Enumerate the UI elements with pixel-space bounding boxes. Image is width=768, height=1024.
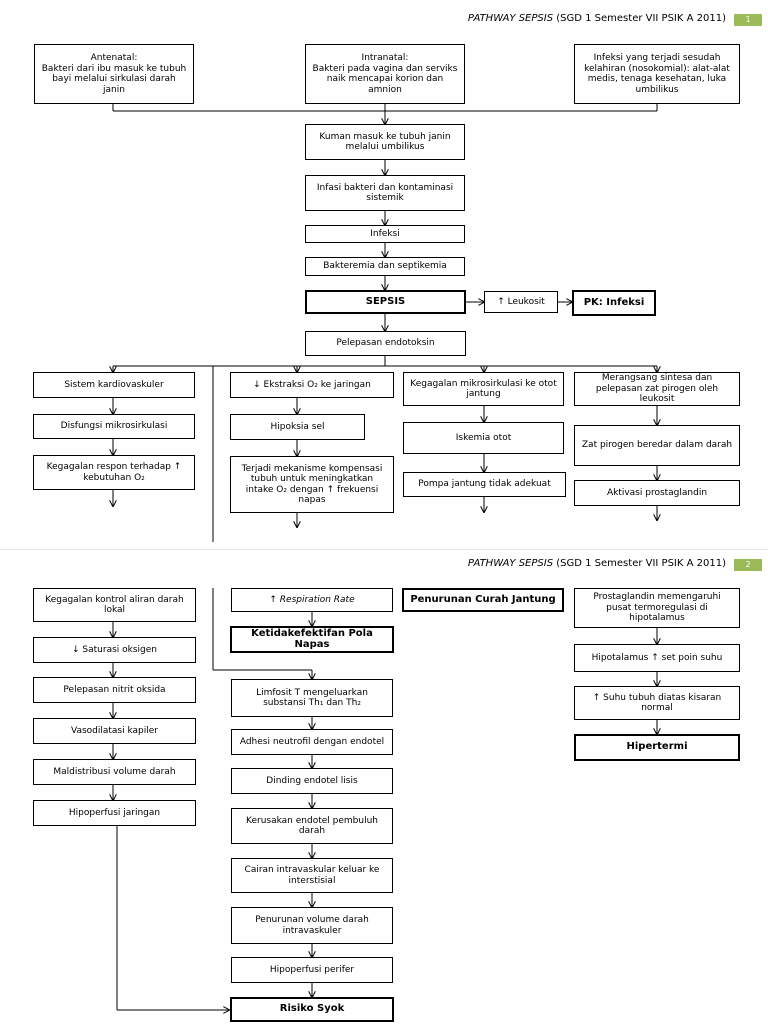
box-adhesi: Adhesi neutrofil dengan endotel xyxy=(231,729,393,755)
page1-header: PATHWAY SEPSIS (SGD 1 Semester VII PSIK … xyxy=(468,12,726,26)
box-endotoksin: Pelepasan endotoksin xyxy=(305,331,466,356)
page2-header-subtitle: (SGD 1 Semester VII PSIK A 2011) xyxy=(556,558,726,569)
page-separator xyxy=(0,549,768,550)
box-intranatal: Intranatal: Bakteri pada vagina dan serv… xyxy=(305,44,465,104)
box-penurunan-volume: Penurunan volume darah intravaskuler xyxy=(231,907,393,944)
box-kompensasi: Terjadi mekanisme kompensasi tubuh untuk… xyxy=(230,456,394,513)
rr-prefix: ↑ xyxy=(269,594,280,605)
rr-label: Respiration Rate xyxy=(279,594,355,605)
box-leukosit: ↑ Leukosit xyxy=(484,291,558,313)
box-bakteremia: Bakteremia dan septikemia xyxy=(305,257,465,276)
box-hipoksia: Hipoksia sel xyxy=(230,414,365,440)
box-mikrosirkulasi-otot: Kegagalan mikrosirkulasi ke otot jantung xyxy=(403,372,564,406)
box-dinding: Dinding endotel lisis xyxy=(231,768,393,794)
page1-number-badge: 1 xyxy=(734,14,762,26)
box-pk-infeksi: PK: Infeksi xyxy=(572,290,656,316)
box-maldistribusi: Maldistribusi volume darah xyxy=(33,759,196,785)
box-nosokomial: Infeksi yang terjadi sesudah kelahiran (… xyxy=(574,44,740,104)
page2-header-title: PATHWAY SEPSIS xyxy=(467,558,554,569)
box-hipertermi: Hipertermi xyxy=(574,734,740,761)
box-limfosit: Limfosit T mengeluarkan substansi Th₁ da… xyxy=(231,679,393,717)
box-iskemia: Iskemia otot xyxy=(403,422,564,454)
box-ekstraksi: ↓ Ekstraksi O₂ ke jaringan xyxy=(230,372,394,398)
page2-number-badge: 2 xyxy=(734,559,762,571)
box-antenatal: Antenatal: Bakteri dari ibu masuk ke tub… xyxy=(34,44,194,104)
box-kuman: Kuman masuk ke tubuh janin melalui umbil… xyxy=(305,124,465,160)
page1-header-subtitle: (SGD 1 Semester VII PSIK A 2011) xyxy=(556,13,726,24)
box-kardiovaskuler: Sistem kardiovaskuler xyxy=(33,372,195,398)
box-kerusakan: Kerusakan endotel pembuluh darah xyxy=(231,808,393,844)
box-pirogen: Zat pirogen beredar dalam darah xyxy=(574,425,740,466)
box-respiration-rate: ↑ Respiration Rate xyxy=(231,588,393,612)
page2-header: PATHWAY SEPSIS (SGD 1 Semester VII PSIK … xyxy=(468,557,726,571)
box-sepsis: SEPSIS xyxy=(305,290,466,314)
box-set-poin: Hipotalamus ↑ set poin suhu xyxy=(574,644,740,672)
box-curah-jantung: Penurunan Curah Jantung xyxy=(402,588,564,612)
box-cairan: Cairan intravaskular keluar ke interstis… xyxy=(231,858,393,893)
box-disfungsi: Disfungsi mikrosirkulasi xyxy=(33,414,195,439)
box-infasi: Infasi bakteri dan kontaminasi sistemik xyxy=(305,175,465,211)
box-pompa: Pompa jantung tidak adekuat xyxy=(403,472,566,497)
box-kontrol: Kegagalan kontrol aliran darah lokal xyxy=(33,588,196,622)
box-saturasi: ↓ Saturasi oksigen xyxy=(33,637,196,663)
box-prostaglandin: Prostaglandin memengaruhi pusat termoreg… xyxy=(574,588,740,628)
page1-header-title: PATHWAY SEPSIS xyxy=(467,13,554,24)
box-merangsang: Merangsang sintesa dan pelepasan zat pir… xyxy=(574,372,740,406)
box-suhu: ↑ Suhu tubuh diatas kisaran normal xyxy=(574,686,740,720)
box-infeksi: Infeksi xyxy=(305,225,465,243)
box-aktivasi: Aktivasi prostaglandin xyxy=(574,480,740,506)
box-risiko-syok: Risiko Syok xyxy=(230,997,394,1022)
box-pola-napas: Ketidakefektifan Pola Napas xyxy=(230,626,394,653)
box-vasodilatasi: Vasodilatasi kapiler xyxy=(33,718,196,744)
box-hipoperfusi-jaringan: Hipoperfusi jaringan xyxy=(33,800,196,826)
box-hipoperfusi-perifer: Hipoperfusi perifer xyxy=(231,957,393,983)
box-nitrit: Pelepasan nitrit oksida xyxy=(33,677,196,703)
box-kegagalan-respon: Kegagalan respon terhadap ↑ kebutuhan O₂ xyxy=(33,455,195,490)
